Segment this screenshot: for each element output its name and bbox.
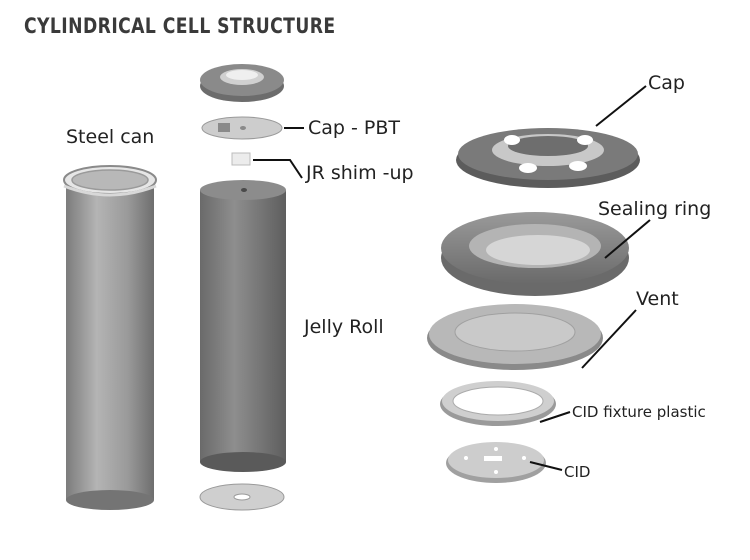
label-cid: CID [564, 463, 591, 481]
bottom-disc [199, 483, 285, 511]
leader-lines [253, 85, 651, 471]
label-cap-pbt: Cap - PBT [308, 117, 401, 139]
steel-can [63, 165, 157, 510]
top-cap-component [200, 64, 284, 102]
label-cid-fixture: CID fixture plastic [572, 403, 706, 421]
diagram-title: CYLINDRICAL CELL STRUCTURE [24, 14, 336, 38]
label-cap: Cap [648, 72, 685, 94]
exploded-cap [456, 128, 640, 188]
cap-pbt-disc [201, 116, 283, 140]
jelly-roll-cylinder [200, 180, 286, 472]
jr-shim-block [231, 152, 251, 166]
label-sealing-ring: Sealing ring [598, 198, 712, 220]
cid-disc [446, 442, 546, 483]
vent-disc [427, 304, 603, 370]
sealing-ring [441, 212, 629, 296]
label-jr-shim: JR shim -up [306, 162, 414, 184]
label-steel-can: Steel can [66, 126, 155, 148]
label-vent: Vent [636, 288, 679, 310]
label-jelly-roll: Jelly Roll [304, 316, 384, 338]
cid-fixture-ring [440, 381, 556, 426]
